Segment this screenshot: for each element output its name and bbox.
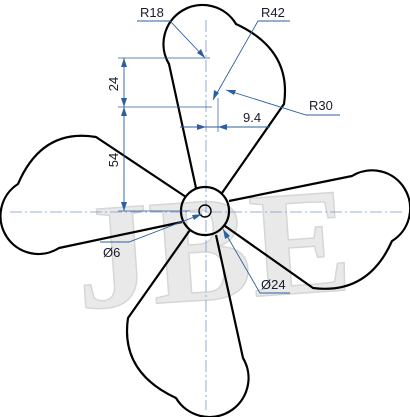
r42-arrowhead bbox=[213, 90, 219, 100]
dim-dia24: Ø24 bbox=[222, 228, 290, 294]
dia24-leader bbox=[222, 228, 290, 294]
dim-r30: R30 bbox=[225, 89, 340, 116]
dim-dia6: Ø6 bbox=[100, 213, 203, 260]
r30-label: R30 bbox=[309, 98, 333, 113]
blade-left bbox=[0, 134, 187, 256]
center-lines bbox=[10, 20, 402, 410]
dim-24: 24 bbox=[106, 57, 212, 108]
dim-54-arrow-top bbox=[121, 107, 127, 116]
dim-54-label: 54 bbox=[106, 153, 121, 167]
dia6-arrowhead bbox=[192, 214, 202, 220]
dia6-leader bbox=[100, 213, 203, 243]
dim-9-4-arrow-right bbox=[218, 124, 227, 130]
dim-9-4-arrow-left bbox=[197, 124, 206, 130]
r30-leader bbox=[225, 89, 340, 116]
dim-r18: R18 bbox=[137, 5, 206, 59]
dia24-arrowhead bbox=[223, 229, 230, 239]
dim-9-4: 9.4 bbox=[180, 98, 270, 132]
blades bbox=[0, 3, 410, 417]
r18-label: R18 bbox=[140, 5, 164, 20]
dia6-label: Ø6 bbox=[103, 245, 120, 260]
r30-arrowhead bbox=[226, 90, 236, 95]
blade-top bbox=[162, 3, 287, 194]
dim-54: 54 bbox=[106, 107, 190, 212]
dim-9-4-label: 9.4 bbox=[243, 110, 261, 125]
r18-leader bbox=[137, 20, 206, 59]
dim-24-label: 24 bbox=[106, 77, 121, 91]
dim-24-arrow-bottom bbox=[121, 98, 127, 107]
dia24-label: Ø24 bbox=[261, 277, 286, 292]
dim-r42: R42 bbox=[212, 5, 290, 101]
hub-bore-circle bbox=[198, 204, 212, 218]
dim-54-arrow-bottom bbox=[121, 202, 127, 211]
r42-leader bbox=[212, 20, 290, 101]
blade-right bbox=[224, 169, 410, 290]
r42-label: R42 bbox=[261, 5, 285, 20]
blade-bottom bbox=[125, 229, 250, 417]
dim-24-arrow-top bbox=[121, 58, 127, 67]
r18-arrowhead bbox=[197, 49, 205, 58]
